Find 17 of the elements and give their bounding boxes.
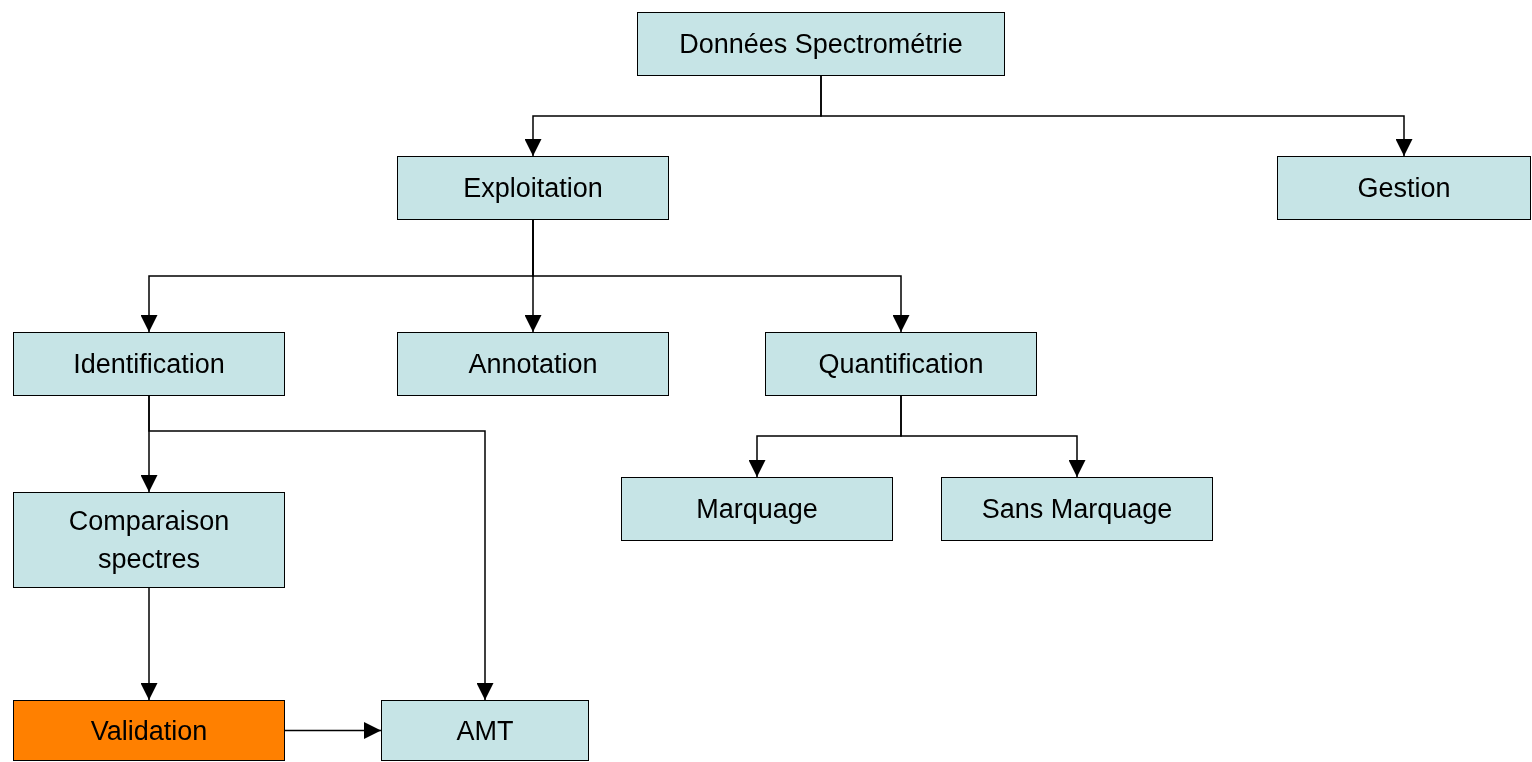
arrow [820,75,1413,157]
arrow [900,395,1086,478]
process-box: Quantification [765,332,1037,396]
process-box: Données Spectrométrie [637,12,1005,76]
arrow [148,395,494,701]
process-box: Identification [13,332,285,396]
process-box: Marquage [621,477,893,541]
arrow [140,587,158,701]
arrow [284,722,382,739]
process-box: Comparaison spectres [13,492,285,588]
process-box: Exploitation [397,156,669,220]
arrow [532,219,910,333]
process-box: Annotation [397,332,669,396]
process-box: Gestion [1277,156,1531,220]
process-box: Validation [13,700,285,761]
process-box: Sans Marquage [941,477,1213,541]
process-box: AMT [381,700,589,761]
